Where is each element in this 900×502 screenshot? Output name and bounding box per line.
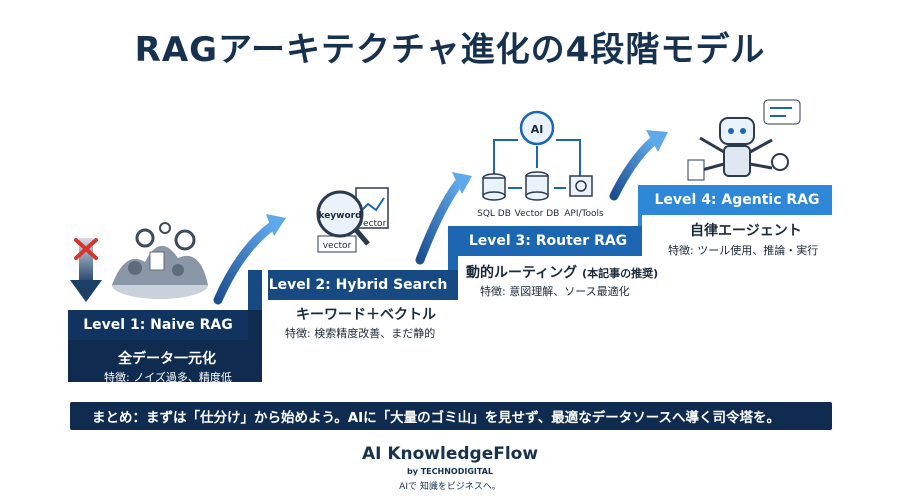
level-3-heading: 動的ルーティング (本記事の推奨) [466,262,658,282]
stair-step-1 [68,300,262,382]
progress-arrow-icon [213,214,286,305]
api-tools-label: API/Tools [564,209,604,219]
hybrid-search-icon: vector vector keyword [316,187,389,253]
level-1-bar: Level 1: Naive RAG [68,310,248,340]
staircase-diagram: vector vector keyword AI SQL DB Vector D… [68,99,801,382]
x-mark-icon [74,238,98,260]
summary-banner: まとめ：まずは「仕分け」から始めよう。AIに「大量のゴミ山」を見せず、最適なデー… [70,402,832,430]
level-4-bar: Level 4: Agentic RAG [642,185,832,215]
vector-label-b: vector [358,219,387,229]
keyword-label: keyword [318,211,361,221]
level-3-heading-note: (本記事の推奨) [582,267,659,280]
vector-label-a: vector [323,241,352,251]
level-1-heading: 全データ一元化 [118,351,216,367]
level-2-feature: 特徴: 検索精度改善、まだ静的 [285,327,436,340]
level-1-feature: 特徴: ノイズ過多、精度低 [104,371,232,384]
vector-db-icon [525,171,549,201]
brand-name: AI KnowledgeFlow [361,444,539,464]
page-title: RAGアーキテクチャ進化の4段階モデル [134,30,766,70]
router-diagram: AI SQL DB Vector DB API/Tools [477,110,604,219]
sql-db-label: SQL DB [477,209,511,219]
data-pile-icon [112,222,208,299]
level-4-feature: 特徴: ツール使用、推論・実行 [668,244,819,257]
level-3-feature: 特徴: 意図理解、ソース最適化 [480,285,630,298]
level-3-heading-main: 動的ルーティング [466,265,578,281]
level-2-heading: キーワード＋ベクトル [296,307,436,323]
vector-db-label: Vector DB [515,209,560,219]
brand-tagline: AIで 知識をビジネスへ。 [399,482,501,492]
level-3-bar: Level 3: Router RAG [458,226,638,256]
level-4-heading: 自律エージェント [690,223,802,239]
progress-arrow-icon [415,172,472,265]
api-tools-icon [569,175,593,197]
router-ai-label: AI [531,123,544,136]
brand-by: by TECHNODIGITAL [407,467,493,476]
robot-agent-icon [687,99,801,181]
level-2-bar: Level 2: Hybrid Search [268,270,448,300]
progress-arrow-icon [609,130,668,201]
sql-db-icon [482,173,506,201]
